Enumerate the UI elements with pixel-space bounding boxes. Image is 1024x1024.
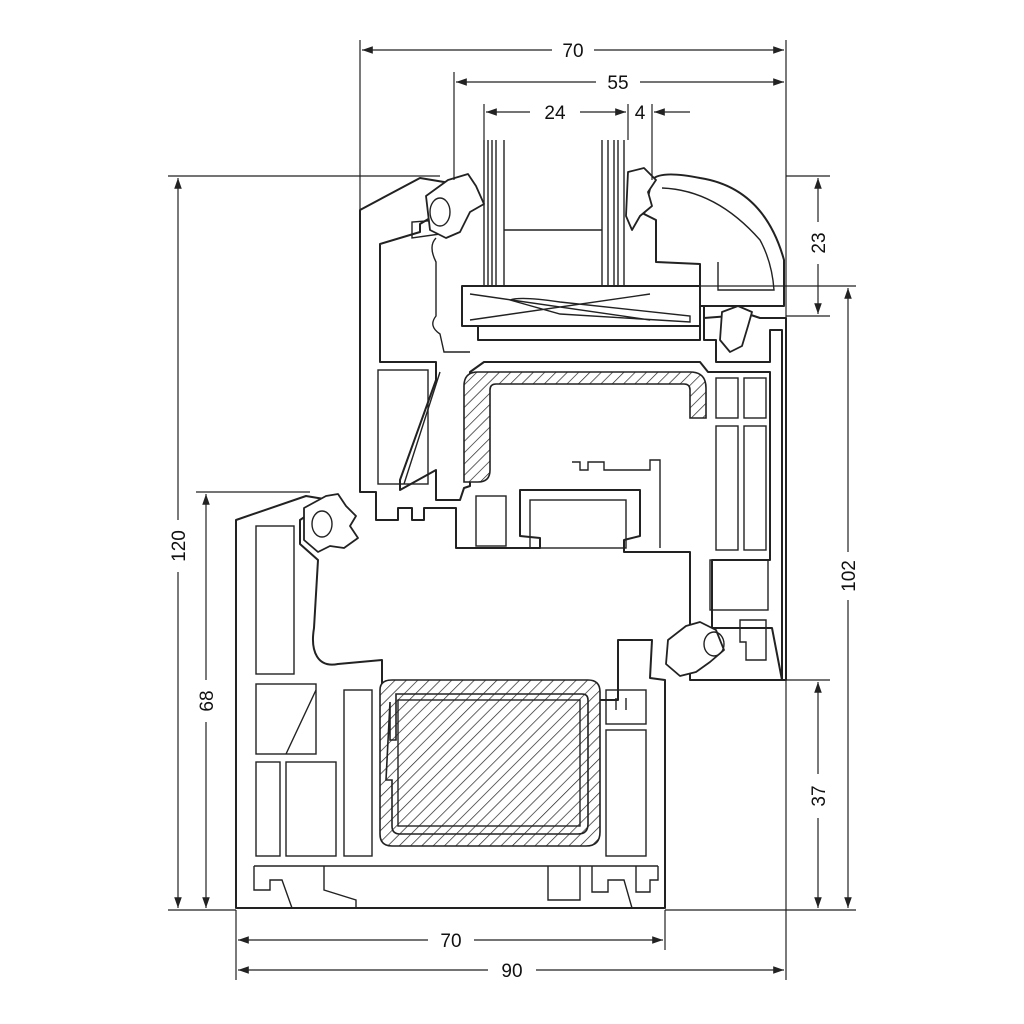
dimension-37: 37 — [809, 682, 830, 908]
dimension-23: 23 — [809, 178, 830, 314]
sash-gaskets — [425, 173, 753, 677]
dimension-55: 55 — [456, 73, 784, 94]
glazing-unit — [461, 140, 701, 341]
dim-label-glazing-bead-gap: 4 — [635, 103, 646, 124]
dimension-102: 102 — [839, 288, 860, 908]
glazing-bead — [625, 167, 785, 307]
dimension-top-70: 70 — [362, 41, 784, 62]
dimension-24-4: 24 4 — [486, 103, 690, 124]
dim-label-frame-height: 68 — [197, 690, 218, 711]
dim-label-top-overall-width: 70 — [562, 41, 583, 62]
extension-lines — [168, 40, 856, 980]
dimension-68: 68 — [197, 494, 218, 908]
dim-label-bottom-rebate-height: 37 — [809, 785, 830, 806]
dim-label-bead-height: 23 — [809, 232, 830, 253]
dim-label-glazing-thickness: 24 — [544, 103, 566, 124]
dim-label-total-height: 120 — [169, 530, 190, 562]
sash-profile — [359, 177, 787, 681]
dim-label-sash-width: 55 — [607, 73, 628, 94]
dimension-bottom-70: 70 — [238, 931, 663, 952]
dimension-120: 120 — [169, 178, 190, 908]
dimension-90: 90 — [238, 961, 784, 982]
dim-label-sash-height: 102 — [839, 560, 860, 592]
dim-label-overall-depth: 90 — [501, 961, 522, 982]
frame-profile — [235, 493, 666, 909]
dim-label-frame-depth: 70 — [440, 931, 461, 952]
